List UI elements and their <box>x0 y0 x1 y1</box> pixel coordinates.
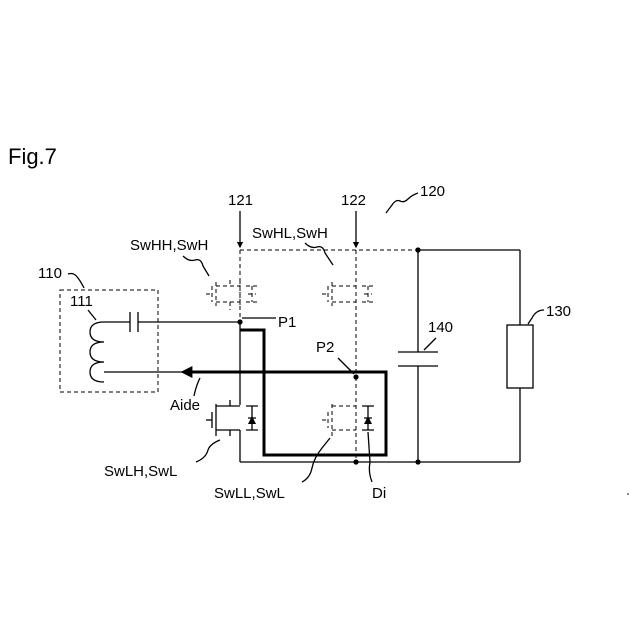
leader-120 <box>386 193 418 213</box>
ref-label-122: 122 <box>341 192 366 209</box>
ref-label-140: 140 <box>428 319 453 336</box>
switch-label-swlh: SwLH,SwL <box>104 463 177 480</box>
load-130 <box>507 325 533 388</box>
ref-label-111: 111 <box>70 293 93 310</box>
leader-di <box>368 432 372 482</box>
leader-swhl <box>305 243 333 265</box>
transistor-swhh <box>206 280 258 310</box>
node-bottom-mid <box>353 459 358 464</box>
ref-label-110: 110 <box>38 265 62 282</box>
ref-label-121: 121 <box>228 192 253 209</box>
capacitor-140 <box>398 352 438 366</box>
inductor <box>90 322 104 382</box>
node-label-p2: P2 <box>316 339 334 356</box>
tank-capacitor <box>130 312 138 332</box>
switch-label-swll: SwLL,SwL <box>214 485 285 502</box>
transistor-swhl <box>322 282 374 306</box>
switch-label-swhl: SwHL,SwH <box>252 225 328 242</box>
ref-label-120: 120 <box>420 183 445 200</box>
leader-110 <box>68 274 84 289</box>
diode-label-di: Di <box>372 485 386 502</box>
ref-label-130: 130 <box>546 303 571 320</box>
switch-label-swhh: SwHH,SwH <box>130 237 208 254</box>
leader-swll <box>302 438 330 482</box>
transistor-swlh <box>206 322 258 462</box>
leader-111 <box>88 310 96 320</box>
current-path-aide <box>190 330 386 455</box>
transistor-swll <box>322 377 374 462</box>
current-label-aide: Aide <box>170 397 200 414</box>
leader-aide <box>194 378 200 396</box>
leader-140 <box>424 338 436 350</box>
leader-swlh <box>196 440 220 462</box>
node-label-p1: P1 <box>278 314 296 331</box>
figure-title: Fig.7 <box>8 144 57 169</box>
leader-130 <box>528 310 544 324</box>
leader-swhh <box>183 256 209 276</box>
stray-mark <box>627 493 629 495</box>
